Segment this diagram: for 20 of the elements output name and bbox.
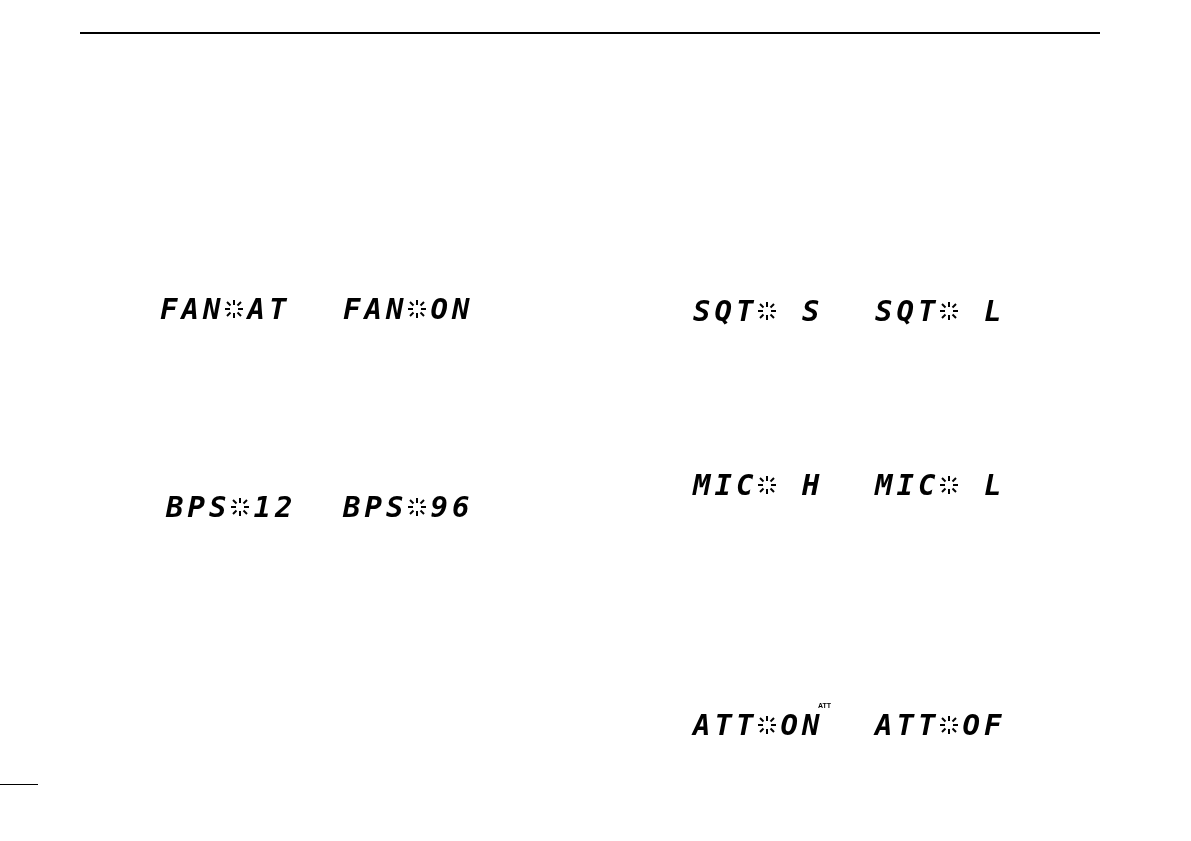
- lcd-text: S: [800, 298, 824, 324]
- lcd-text: SQT: [875, 298, 940, 324]
- lcd-text: ON: [429, 296, 474, 322]
- lcd-text: AT: [246, 296, 291, 322]
- lcd-text: 12: [252, 494, 297, 520]
- lcd-text: ATT: [875, 712, 940, 738]
- lcd-text: FAN: [343, 296, 408, 322]
- lcd-text: OF: [961, 712, 1006, 738]
- lcd-text: L: [982, 472, 1006, 498]
- lcd-text: ATT: [693, 712, 758, 738]
- lcd-text: MIC: [693, 472, 758, 498]
- lcd-text: BPS: [166, 494, 231, 520]
- lcd-text: FAN: [160, 296, 225, 322]
- lcd-text: MIC: [875, 472, 940, 498]
- lcd-text: ON: [779, 712, 824, 738]
- lcd-text: L: [982, 298, 1006, 324]
- lcd-text: H: [800, 472, 824, 498]
- lcd-text: SQT: [693, 298, 758, 324]
- lcd-text: BPS: [343, 494, 408, 520]
- lcd-text: 96: [429, 494, 474, 520]
